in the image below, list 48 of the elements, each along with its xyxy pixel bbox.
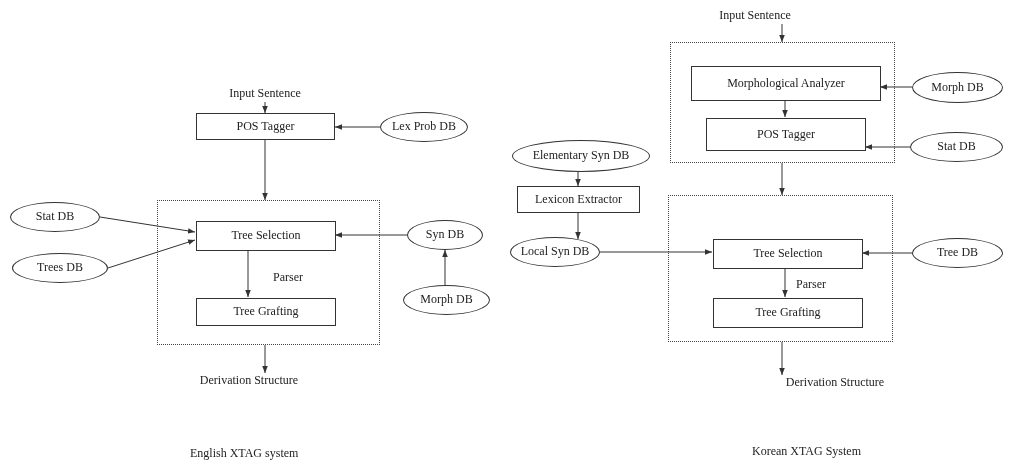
dotted-group-box xyxy=(670,42,895,163)
group-title: Parser xyxy=(796,278,826,292)
database-ellipse: Morph DB xyxy=(403,285,490,315)
process-box: Tree Selection xyxy=(196,221,336,251)
arrow xyxy=(599,249,713,255)
text-label: Input Sentence xyxy=(710,8,800,24)
arrow xyxy=(262,344,268,374)
dotted-group-box xyxy=(668,195,893,342)
database-ellipse: Elementary Syn DB xyxy=(512,140,650,172)
arrow xyxy=(334,124,381,130)
process-box: Tree Selection xyxy=(713,239,863,269)
process-box: Morphological Analyzer xyxy=(691,66,881,101)
arrow xyxy=(334,232,408,238)
process-box: Tree Grafting xyxy=(713,298,863,328)
process-box: Lexicon Extractor xyxy=(517,186,640,213)
system-caption: Korean XTAG System xyxy=(752,444,862,459)
database-ellipse: Stat DB xyxy=(10,202,100,232)
arrow xyxy=(262,139,268,201)
arrow xyxy=(245,249,251,298)
database-ellipse: Syn DB xyxy=(407,220,483,250)
database-ellipse: Tree DB xyxy=(912,238,1003,268)
arrow xyxy=(879,84,913,90)
text-label: Derivation Structure xyxy=(765,375,905,391)
arrow xyxy=(782,99,788,118)
arrow xyxy=(779,341,785,376)
dotted-group-box xyxy=(157,200,380,345)
arrow xyxy=(782,267,788,298)
database-ellipse: Stat DB xyxy=(910,132,1003,162)
text-label: Input Sentence xyxy=(210,86,320,102)
arrow xyxy=(575,171,581,187)
arrow xyxy=(779,162,785,196)
arrow xyxy=(779,23,785,43)
database-ellipse: Lex Prob DB xyxy=(380,112,468,142)
database-ellipse: Trees DB xyxy=(12,253,108,283)
arrow xyxy=(864,144,911,150)
arrow xyxy=(861,250,913,256)
arrow xyxy=(442,249,448,286)
arrow xyxy=(107,239,196,269)
process-box: POS Tagger xyxy=(706,118,866,151)
arrow xyxy=(262,101,268,114)
group-title: Parser xyxy=(273,271,303,285)
arrow xyxy=(99,216,196,234)
database-ellipse: Morph DB xyxy=(912,72,1003,103)
system-caption: English XTAG system xyxy=(190,446,299,461)
text-label: Derivation Structure xyxy=(180,373,318,389)
database-ellipse: Local Syn DB xyxy=(510,237,600,267)
process-box: Tree Grafting xyxy=(196,298,336,326)
process-box: POS Tagger xyxy=(196,113,335,140)
